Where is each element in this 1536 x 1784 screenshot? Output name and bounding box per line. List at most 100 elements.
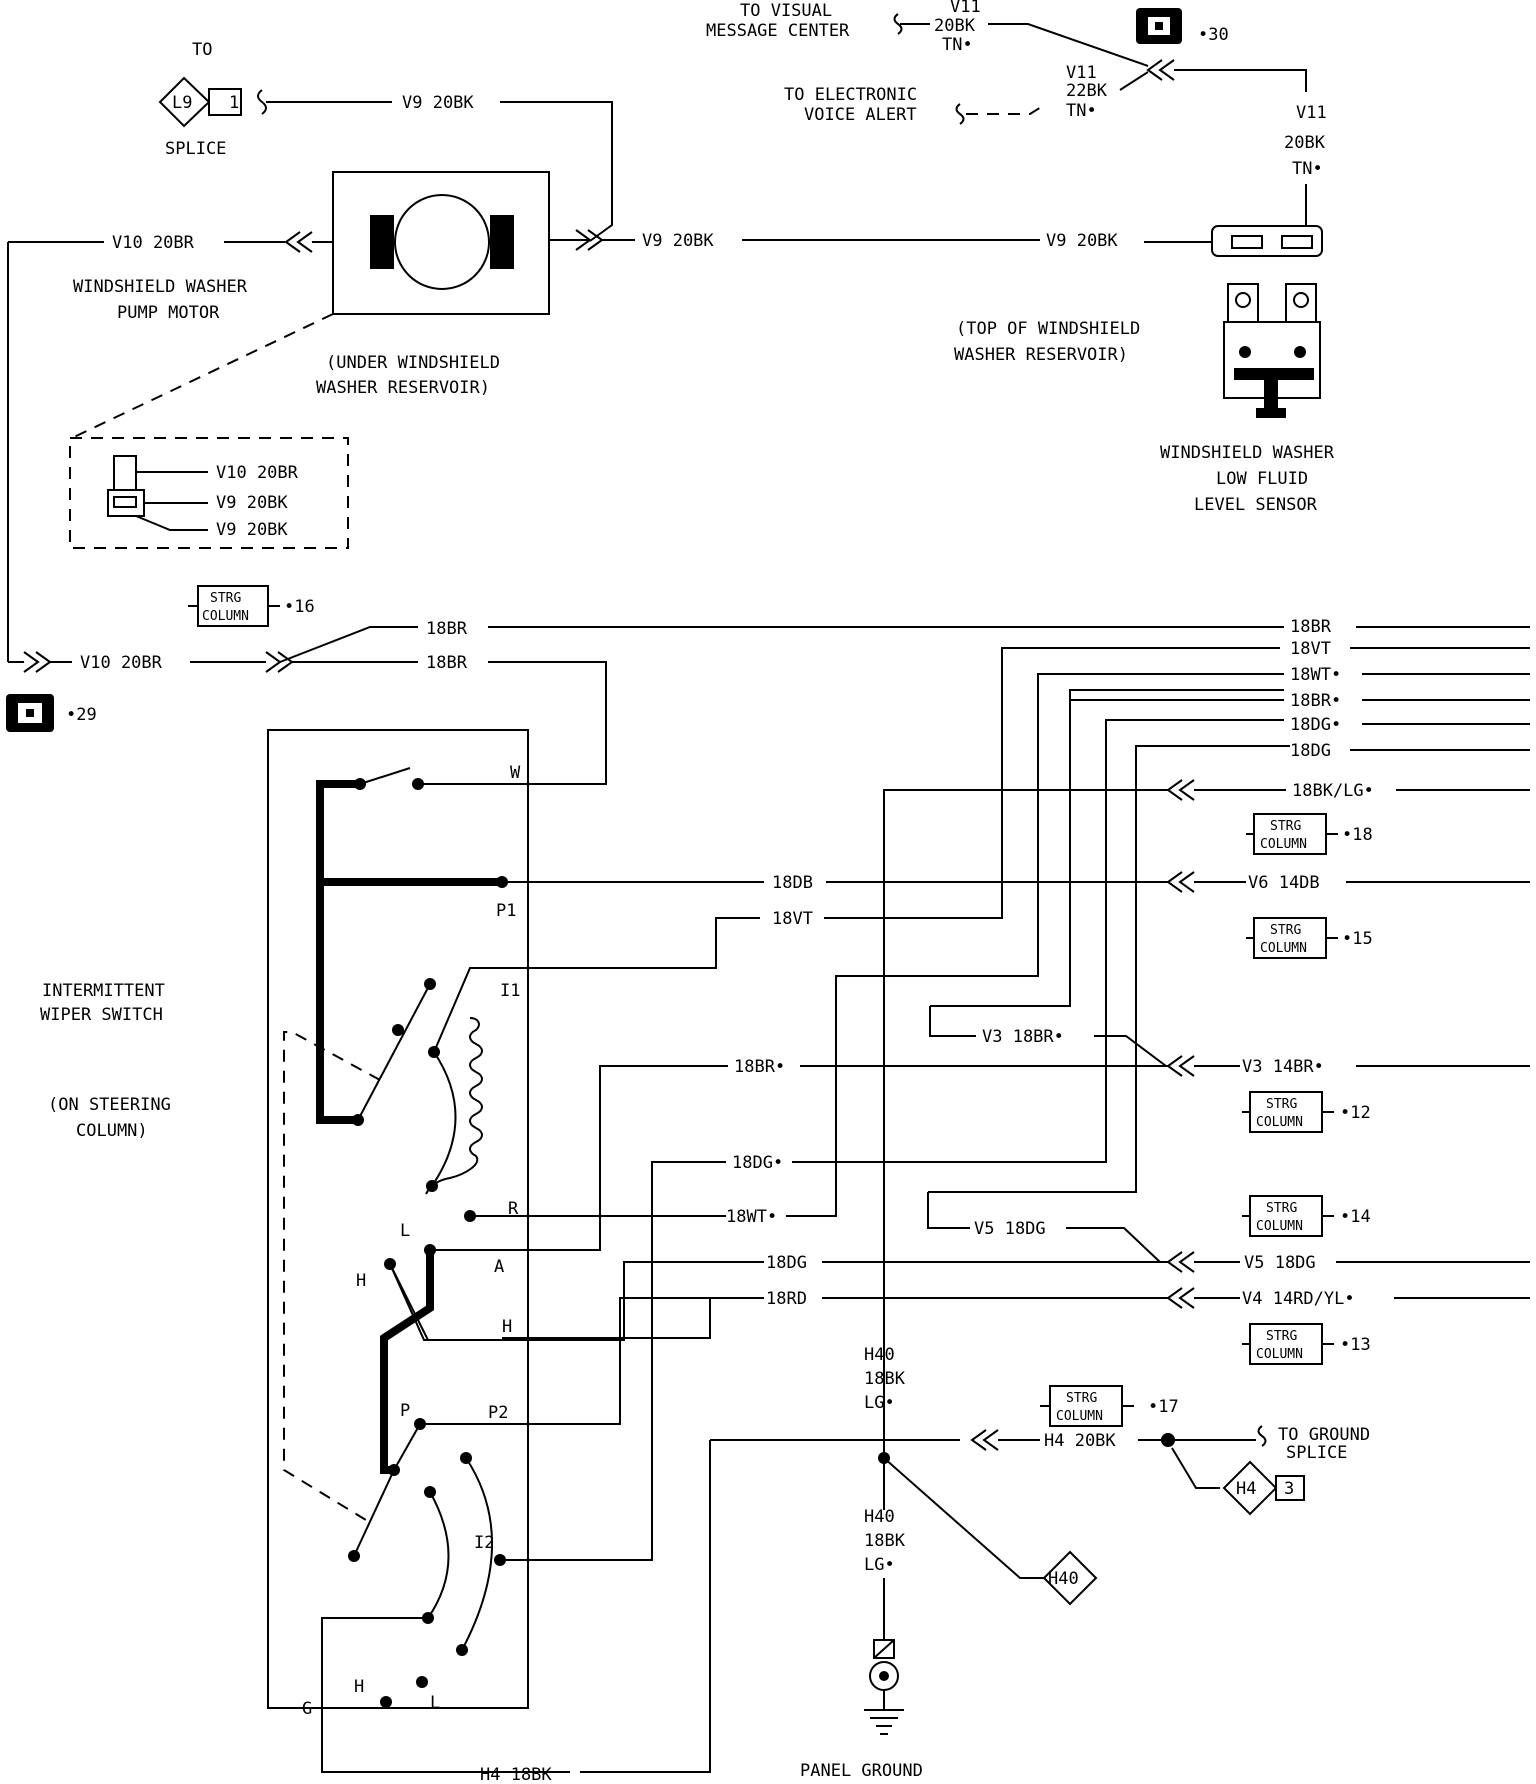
strg-column-18: STRG COLUMN (1246, 813, 1338, 855)
connector-view-box (69, 437, 349, 549)
conn-lead-v9b (135, 515, 208, 531)
connector-arrow-h4 (970, 1429, 999, 1451)
switch-label-line1: INTERMITTENT (42, 981, 165, 1001)
l9-code: L9 (172, 93, 192, 113)
strg-column-13: STRG COLUMN (1242, 1323, 1334, 1365)
contact-low-a (348, 1550, 360, 1562)
mechanical-link-dashed (283, 1031, 381, 1521)
wire-label-v9-top: V9 20BK (402, 93, 474, 113)
conn-label-v9b: V9 20BK (216, 520, 288, 540)
term-l: L (400, 1221, 410, 1241)
strg-15-line1: STRG (1270, 923, 1301, 938)
wire-label-18wtd: 18WT• (726, 1207, 777, 1227)
wire-label-r5: 18DG• (1290, 715, 1341, 735)
ref-12: •12 (1340, 1103, 1371, 1123)
connector-pin-bottom (113, 496, 137, 508)
break-visual (893, 13, 903, 35)
wire-label-18rd: 18RD (766, 1289, 807, 1309)
v11-c-line2: 20BK (1284, 133, 1326, 153)
term-h3: H (354, 1677, 364, 1697)
wire-label-v9-mid: V9 20BK (642, 231, 714, 251)
strg-14-line2: COLUMN (1256, 1219, 1303, 1234)
h4-splice-symbol: H4 3 (1222, 1460, 1305, 1516)
contact-w2 (412, 778, 424, 790)
v11-a-line2: 20BK (934, 16, 976, 36)
h40-splice-symbol: H40 (1042, 1550, 1098, 1606)
ref-14: •14 (1340, 1207, 1371, 1227)
wire-label-18dgd: 18DG• (732, 1153, 783, 1173)
wire-h4-splice-ref (1171, 1447, 1220, 1489)
term-a: A (494, 1257, 504, 1277)
wire-v11-voice (966, 103, 1047, 115)
strg-15-line2: COLUMN (1260, 941, 1307, 956)
wire-label-v3: V3 14BR• (1242, 1057, 1324, 1077)
connector-pin-top (113, 455, 137, 493)
term-h: H (356, 1271, 366, 1291)
term-p2: P2 (488, 1403, 508, 1423)
strg-column-16: STRG COLUMN (188, 585, 280, 627)
switch-bus-vertical (316, 780, 360, 1124)
switch-blade-p (393, 1423, 421, 1471)
int-arc (431, 1051, 457, 1187)
ref-30: •30 (1198, 25, 1229, 45)
to-voice-line2: VOICE ALERT (804, 105, 917, 125)
panel-ground-symbol (864, 1639, 904, 1735)
contact-low-d (456, 1644, 468, 1656)
h4-code: H4 (1236, 1479, 1256, 1499)
wire-18dg-up (928, 745, 1290, 1193)
connector-arrow-v10-left (23, 651, 52, 673)
wire-18dg-dot-up (792, 719, 1284, 1163)
wire-label-v9-right: V9 20BK (1046, 231, 1118, 251)
to-visual-line1: TO VISUAL (740, 1, 832, 21)
wire-label-r2: 18VT (1290, 639, 1331, 659)
wire-h40-up (883, 789, 1168, 1446)
wire-label-r1: 18BR (1290, 617, 1332, 637)
v11-c-line3: TN• (1292, 159, 1323, 179)
to-ground-line1: TO GROUND (1278, 1425, 1370, 1445)
low-fluid-sensor-symbol (1223, 283, 1321, 418)
under-label-line2: WASHER RESERVOIR) (316, 378, 490, 398)
wire-label-18br-2: 18BR (426, 653, 468, 673)
panel-ground-label: PANEL GROUND (800, 1761, 923, 1781)
ref-18: •18 (1342, 825, 1373, 845)
term-i2: I2 (474, 1533, 494, 1553)
low-arc-2 (461, 1457, 494, 1651)
wire-label-v4: V4 14RD/YL• (1242, 1289, 1355, 1309)
connector-arrow-v4 (1166, 1287, 1195, 1309)
wire-label-v10-top: V10 20BR (112, 233, 195, 253)
strg-13-line2: COLUMN (1256, 1347, 1303, 1362)
connector-view-leader (71, 313, 334, 439)
wire-label-18db: 18DB (772, 873, 813, 893)
wire-a-to-18br (430, 1065, 728, 1251)
steer-label-line1: (ON STEERING (48, 1095, 171, 1115)
v11-b-line1: V11 (1066, 63, 1097, 83)
v11-a-line3: TN• (942, 35, 973, 55)
wire-label-h4-18bk: H4 18BK (480, 1765, 552, 1784)
to-voice-line1: TO ELECTRONIC (784, 85, 917, 105)
contact-int-base (352, 1114, 364, 1126)
strg-17-line2: COLUMN (1056, 1409, 1103, 1424)
v11-b-line2: 22BK (1066, 81, 1108, 101)
connector-ref-29-icon (6, 694, 54, 732)
wire-h40-ref (883, 1457, 1046, 1579)
wire-v3-18br-b (1094, 1035, 1167, 1067)
wire-label-v5-right: V5 18DG (1244, 1253, 1316, 1273)
h4-pin: 3 (1284, 1479, 1294, 1499)
ref-15: •15 (1342, 929, 1373, 949)
sensor-label-line2: LOW FLUID (1216, 469, 1308, 489)
wire-h4-18bk-down (580, 1440, 711, 1773)
h40-a-line1: H40 (864, 1345, 895, 1365)
term-i1: I1 (500, 981, 520, 1001)
strg-13-line1: STRG (1266, 1329, 1297, 1344)
wire-label-18bklg: 18BK/LG• (1292, 781, 1374, 801)
connector-arrow-pump-v10 (284, 231, 313, 253)
wire-v5-a (927, 1192, 970, 1229)
h40-b-line1: H40 (864, 1507, 895, 1527)
switch-bus-hilo (380, 1250, 434, 1474)
wire-v11-to-sensor (1174, 69, 1307, 92)
strg-12-line2: COLUMN (1256, 1115, 1303, 1130)
term-r: R (508, 1199, 519, 1219)
ref-16: •16 (284, 597, 315, 617)
strg-17-line1: STRG (1066, 1391, 1097, 1406)
wire-label-18vt: 18VT (772, 909, 813, 929)
